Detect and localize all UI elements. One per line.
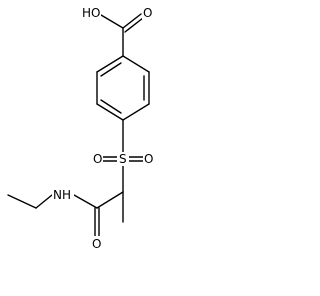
molecule-diagram: HO O S O O NH O [7,6,154,251]
bond-ch-carbonyl [96,191,124,209]
bond-ring-6 [96,55,124,73]
bond-ch2-ch3 [7,194,37,209]
bond-c-o-double-b [124,17,144,33]
bond-ring-4 [96,103,124,121]
sulfur-label: S [119,152,127,166]
bond-c-oh [100,14,124,29]
acid-hydroxyl-label: HO [82,6,100,20]
bond-carbonyl-n [73,194,98,209]
amide-nitrogen-label: NH [53,188,71,202]
bond-c-o-double-a [122,13,142,29]
atom-labels: HO O S O O NH O [52,6,154,251]
bond-ring-3 [122,103,150,121]
bond-ring-inner-2 [100,99,122,114]
bonds [7,13,150,237]
bond-ring-inner-3 [100,62,122,77]
bond-ring-1 [122,55,150,73]
acid-carbonyl-oxygen-label: O [143,6,152,20]
bond-n-ch2 [35,194,53,209]
sulfonyl-oxygen-left-label: O [93,152,102,166]
sulfonyl-oxygen-right-label: O [144,152,153,166]
amide-carbonyl-oxygen-label: O [92,237,101,251]
